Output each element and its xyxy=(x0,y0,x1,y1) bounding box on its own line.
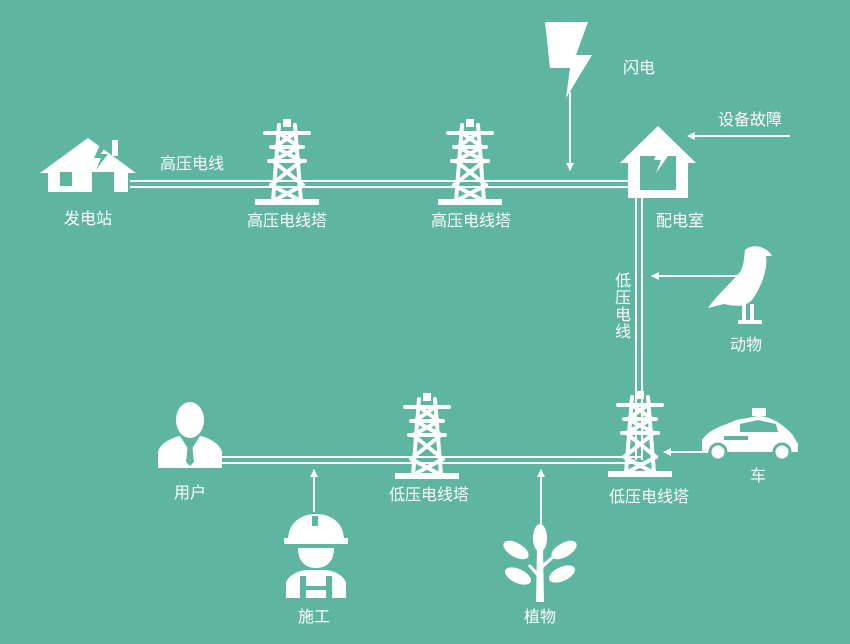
tree-icon xyxy=(503,524,577,602)
lv-line-label: 低压电线 xyxy=(614,271,631,341)
lv-tower-mid-icon xyxy=(393,391,461,481)
hv-power-line xyxy=(130,180,640,188)
taxi-icon xyxy=(702,408,798,462)
seagull-icon xyxy=(708,246,772,324)
plants-label: 植物 xyxy=(523,607,556,626)
distribution-room-icon xyxy=(620,126,696,198)
hv-line-label: 高压电线 xyxy=(159,154,224,173)
person-icon xyxy=(158,402,222,468)
animal-label: 动物 xyxy=(729,335,762,354)
construction-label: 施工 xyxy=(297,607,330,626)
lv-tower-right-label: 低压电线塔 xyxy=(608,487,689,506)
lightning-label: 闪电 xyxy=(622,58,655,77)
user-label: 用户 xyxy=(173,483,206,502)
lv-tower-right-icon xyxy=(606,389,674,479)
lightning-bolt-icon xyxy=(545,22,592,98)
hv-tower-2-icon xyxy=(436,117,504,207)
hv-tower-2-label: 高压电线塔 xyxy=(430,211,511,230)
lv-tower-mid-label: 低压电线塔 xyxy=(388,485,469,504)
distribution-room-label: 配电室 xyxy=(655,211,704,230)
power-station-label: 发电站 xyxy=(63,209,112,228)
worker-helmet-icon xyxy=(284,514,348,598)
equipment-fault-label: 设备故障 xyxy=(717,110,782,129)
lv-power-line-vertical xyxy=(635,190,643,460)
vehicle-label: 车 xyxy=(749,466,766,485)
hv-tower-1-icon xyxy=(253,117,321,207)
power-station-icon xyxy=(40,138,136,192)
hv-tower-1-label: 高压电线塔 xyxy=(246,211,327,230)
